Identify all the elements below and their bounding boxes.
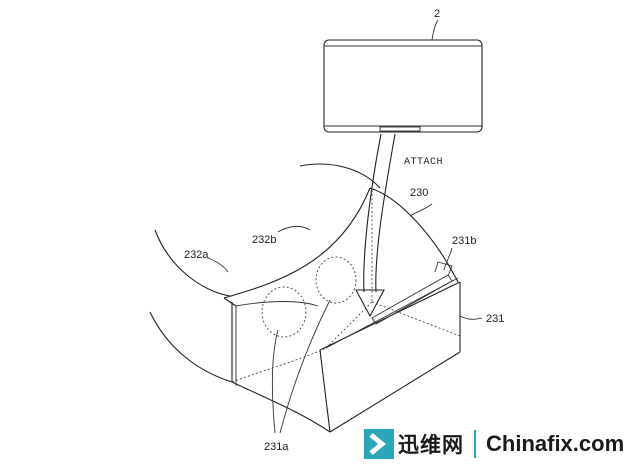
watermark-separator — [474, 429, 476, 458]
head-strap — [149, 163, 381, 383]
label-strap-232a: 232a — [184, 249, 209, 261]
goggles-body-231 — [223, 187, 461, 433]
lens-openings-231a — [261, 256, 357, 338]
reference-leaders — [207, 203, 483, 434]
label-device-2: 2 — [434, 8, 440, 20]
device-2 — [323, 39, 483, 133]
label-slot-231b: 231b — [452, 235, 476, 247]
label-strap-232b: 232b — [252, 234, 276, 246]
label-body-231: 231 — [486, 313, 504, 325]
chevron-logo-icon — [364, 428, 394, 459]
watermark-cn-text: 迅维网 — [398, 432, 464, 457]
attach-arrow — [355, 133, 396, 318]
label-attach: ATTACH — [404, 157, 443, 168]
label-goggles-230: 230 — [410, 187, 428, 199]
label-lens-231a: 231a — [264, 441, 289, 453]
leader-2 — [431, 19, 439, 41]
watermark-en-text: Chinafix.com — [486, 430, 625, 456]
watermark-banner: 迅维网 Chinafix.com — [358, 421, 640, 466]
